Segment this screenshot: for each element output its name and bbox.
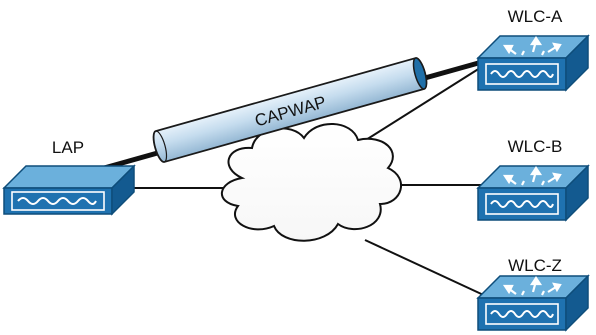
wlc-a-device: WLC-A [478, 7, 588, 90]
wlc-z-label: WLC-Z [508, 256, 562, 275]
lap-label: LAP [52, 138, 84, 157]
network-cloud [222, 124, 401, 241]
lap-device: LAP [4, 138, 134, 214]
wlc-z-device: WLC-Z [478, 256, 588, 330]
link-cloud-to-wlc-z [365, 240, 490, 298]
wlc-a-label: WLC-A [508, 7, 563, 26]
wlc-b-label: WLC-B [508, 137, 563, 156]
wlc-b-device: WLC-B [478, 137, 588, 220]
